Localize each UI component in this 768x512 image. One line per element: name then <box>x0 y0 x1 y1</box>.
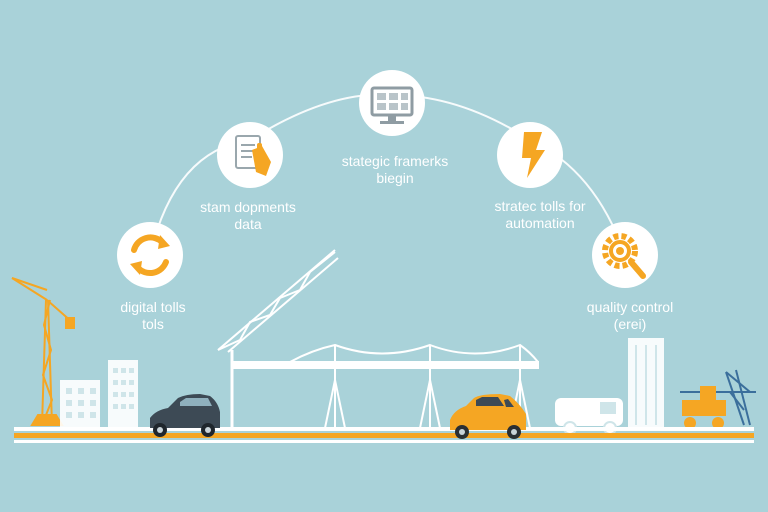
step-icon-stam <box>217 122 283 188</box>
step-label-line: data <box>234 216 262 232</box>
right-tower <box>628 338 664 428</box>
step-icon-digital <box>117 222 183 288</box>
step-icon-quality <box>592 222 658 288</box>
step-label-line: stam dopments <box>200 199 296 215</box>
right-crane <box>680 369 756 429</box>
left-crane <box>11 277 75 426</box>
dark-car <box>150 394 220 437</box>
step-label-line: (erei) <box>613 316 647 332</box>
step-icon-strattec <box>497 122 563 188</box>
monitor-dashboard-icon <box>370 86 414 124</box>
document-hand-icon <box>235 135 271 176</box>
step-label-line: quality control <box>586 299 674 315</box>
road <box>14 427 754 443</box>
step-label-quality: quality control (erei) <box>555 299 705 333</box>
step-label-stam: stam dopments data <box>168 199 328 233</box>
step-label-line: digital tolls <box>120 299 186 315</box>
step-label-line: tols <box>142 316 164 332</box>
step-label-strattec: stratec tolls for automation <box>460 198 620 232</box>
step-label-line: stratec tolls for <box>494 198 586 214</box>
step-icon-strategic <box>359 70 425 136</box>
step-label-strategic: stategic framerks biegin <box>320 153 470 187</box>
lightning-bolt-icon <box>522 132 545 178</box>
center-crane <box>217 249 339 430</box>
step-label-digital: digital tolls tols <box>88 299 218 333</box>
left-buildings <box>60 360 138 428</box>
gear-magnifier-icon <box>602 233 646 279</box>
step-label-line: automation <box>505 215 575 231</box>
yellow-car <box>450 394 526 439</box>
step-label-line: stategic framerks <box>341 153 449 169</box>
step-label-line: biegin <box>376 170 414 186</box>
